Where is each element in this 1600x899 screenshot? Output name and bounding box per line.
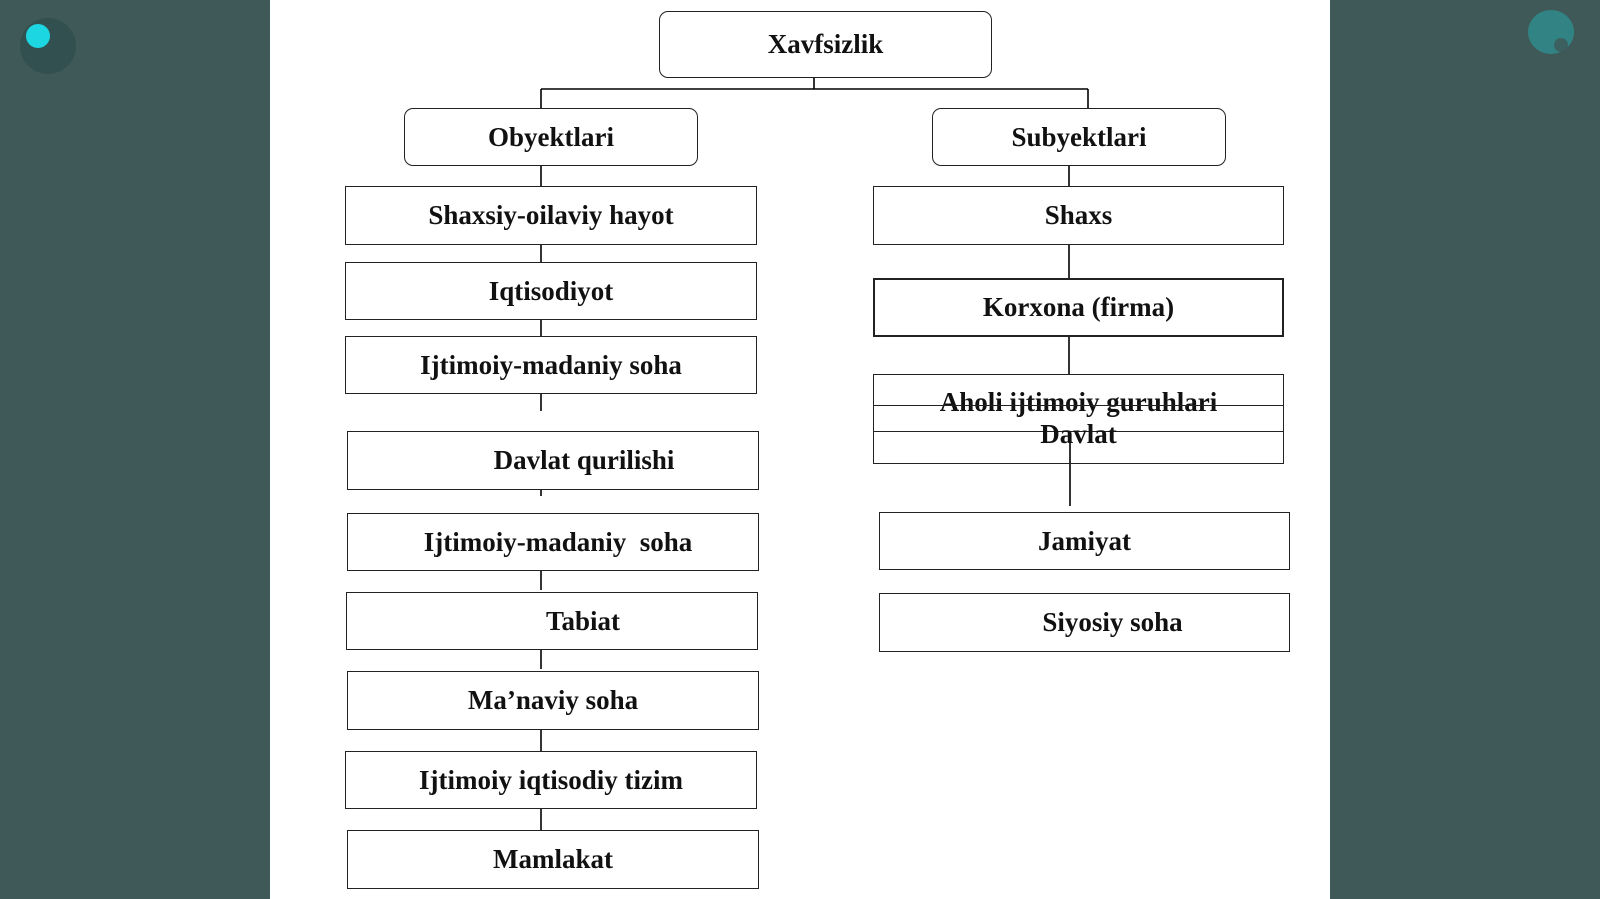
object-item-country: Mamlakat: [347, 830, 759, 889]
deco-dot-right-inner: [1554, 38, 1568, 52]
object-item-economy: Iqtisodiyot: [345, 262, 757, 320]
object-item-nature: Tabiat: [346, 592, 758, 650]
subjects-header: Subyektlari: [932, 108, 1226, 166]
deco-dot-left: [26, 24, 50, 48]
subject-item-enterprise: Korxona (firma): [873, 278, 1284, 337]
object-item-socio-cultural-sphere: Ijtimoiy-madaniy soha: [345, 336, 757, 394]
subject-item-state: Davlat: [873, 405, 1284, 464]
object-item-personal-family-life: Shaxsiy-oilaviy hayot: [345, 186, 757, 245]
objects-header: Obyektlari: [404, 108, 698, 166]
subject-item-political-sphere: Siyosiy soha: [879, 593, 1290, 652]
slide: Xavfsizlik Obyektlari Subyektlari Shaxsi…: [270, 0, 1330, 899]
object-item-spiritual-sphere: Ma’naviy soha: [347, 671, 759, 730]
object-item-state-building: Davlat qurilishi: [347, 431, 759, 490]
subject-item-society: Jamiyat: [879, 512, 1290, 570]
subject-item-social-groups: Aholi ijtimoiy guruhlari: [873, 374, 1284, 432]
root-node: Xavfsizlik: [659, 11, 992, 78]
object-item-socio-economic-system: Ijtimoiy iqtisodiy tizim: [345, 751, 757, 809]
subject-item-individual: Shaxs: [873, 186, 1284, 245]
deco-dot-left-halo: [20, 18, 76, 74]
object-item-socio-cultural-sphere-2: Ijtimoiy-madaniy soha: [347, 513, 759, 571]
